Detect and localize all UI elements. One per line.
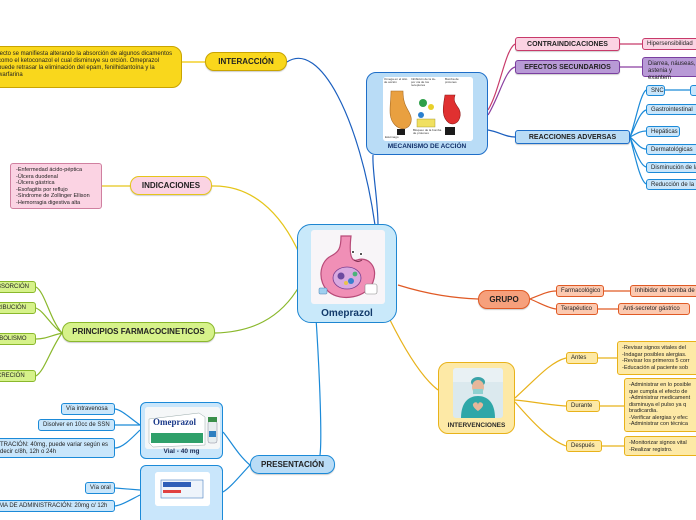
central-topic-title: Omeprazol <box>321 308 373 319</box>
vial-disolver: Disolver en 10cc de SSN <box>38 419 115 431</box>
link-grupo <box>397 284 479 300</box>
efectos-text: Diarrea, náuseas, astenia y exantem <box>642 57 696 81</box>
indicaciones-text: -Enfermedad ácido-péptica -Úlcera duoden… <box>10 163 102 209</box>
intervencion-durante-text: -Administrar en lo posible que cumpla el… <box>624 378 696 432</box>
topic-presentacion[interactable]: PRESENTACIÓN <box>250 455 335 474</box>
vial-box-icon <box>145 407 220 449</box>
link-mecanismo <box>372 154 379 226</box>
topic-contraindicaciones[interactable]: CONTRAINDICACIONES <box>515 37 620 51</box>
topic-mecanismo[interactable]: Omega en el sitio de acción Inhibición d… <box>366 72 488 155</box>
link-indicaciones <box>211 185 301 256</box>
nurse-icon <box>453 368 503 418</box>
grupo-farmacologico[interactable]: Farmacológico <box>556 285 604 297</box>
topic-indicaciones[interactable]: INDICACIONES <box>130 176 212 195</box>
reaccion-snc[interactable]: SNC <box>646 85 665 96</box>
grupo-terapeutico[interactable]: Terapéutico <box>556 303 598 315</box>
diagram-label-5: Estómago <box>385 135 399 139</box>
intervencion-antes-text: -Revisar signos vitales del -Indagar pos… <box>617 341 696 375</box>
link-presentacion <box>315 317 322 456</box>
topic-interaccion[interactable]: INTERACCIÓN <box>205 52 287 71</box>
reaccion-dermatologicas[interactable]: Dermatológicas <box>646 144 696 155</box>
oral-via: Vía oral <box>85 482 115 494</box>
mecanismo-title: MECANISMO DE ACCIÓN <box>387 143 467 150</box>
diagram-label-2: Inhibición de la H+ por vía de los recep… <box>411 77 436 87</box>
vial-photo: Omeprazol <box>145 407 220 449</box>
mechanism-diagram-icon <box>383 77 473 141</box>
reaccion-reduccion[interactable]: Reducción de la <box>646 179 696 190</box>
oral-administracion: MA DE ADMINISTRACIÓN: 20mg c/ 12h <box>0 500 115 512</box>
diagram-label-1: Omega en el sitio de acción <box>384 77 408 84</box>
intervencion-despues-text: -Monitorizar signos vital -Realizar regi… <box>624 436 696 456</box>
intervenciones-title: INTERVENCIONES <box>447 422 506 429</box>
vial-administracion: TRACIÓN: 40mg, puede variar según es dec… <box>0 438 115 458</box>
reaccion-snc-detail <box>690 85 696 96</box>
diagram-label-3: Bomba de protones <box>445 77 459 84</box>
farmaco-metabolismo[interactable]: METABOLISMO <box>0 333 36 345</box>
tablet-box-icon <box>155 472 210 506</box>
topic-grupo[interactable]: GRUPO <box>478 290 530 309</box>
grupo-terapeutico-value: Anti-secretor gástrico <box>618 303 690 315</box>
farmaco-excrecion[interactable]: EXCRECIÓN <box>0 370 36 382</box>
topic-reacciones-adversas[interactable]: REACCIONES ADVERSAS <box>515 130 630 144</box>
contraindicaciones-text: Hipersensibilidad <box>642 38 696 50</box>
central-topic[interactable]: Omeprazol <box>297 224 397 323</box>
reaccion-gastrointestinal[interactable]: Gastrointestinal <box>646 104 696 115</box>
vial-brand-text: Omeprazol <box>153 417 196 427</box>
presentacion-vial-card[interactable]: Omeprazol Vial - 40 mg <box>140 402 223 459</box>
presentacion-oral-card[interactable] <box>140 465 223 520</box>
farmaco-absorcion[interactable]: ABSORCIÓN <box>0 281 36 293</box>
intervencion-antes[interactable]: Antes <box>566 352 598 364</box>
grupo-farmacologico-value: Inhibidor de bomba de <box>630 285 696 297</box>
tablet-photo <box>155 472 210 506</box>
mecanismo-diagram: Omega en el sitio de acción Inhibición d… <box>383 77 473 141</box>
diagram-label-4: Bloqueo de la bomba de protones <box>413 128 442 135</box>
nurse-photo <box>453 368 503 418</box>
stomach-character-icon <box>318 235 378 299</box>
interaccion-text: fecto se manifiesta alterando la absorci… <box>0 46 182 88</box>
intervencion-durante[interactable]: Durante <box>566 400 600 412</box>
intervencion-despues[interactable]: Después <box>566 440 602 452</box>
reaccion-disminucion[interactable]: Disminución de la <box>646 162 696 173</box>
stomach-illustration <box>311 230 385 304</box>
vial-caption: Vial - 40 mg <box>163 448 200 455</box>
topic-intervenciones[interactable]: INTERVENCIONES <box>438 362 515 434</box>
vial-via: Vía intravenosa <box>61 403 115 415</box>
reaccion-hepaticas[interactable]: Hepáticas <box>646 126 680 137</box>
farmaco-distribucion[interactable]: DISTRIBUCIÓN <box>0 302 36 314</box>
topic-efectos-secundarios[interactable]: EFECTOS SECUNDARIOS <box>515 60 620 74</box>
link-farmaco <box>214 284 301 334</box>
link-intervenciones <box>389 319 439 391</box>
topic-principios-farmacocineticos[interactable]: PRINCIPIOS FARMACOCINETICOS <box>62 322 215 342</box>
link-interaccion <box>286 57 376 226</box>
